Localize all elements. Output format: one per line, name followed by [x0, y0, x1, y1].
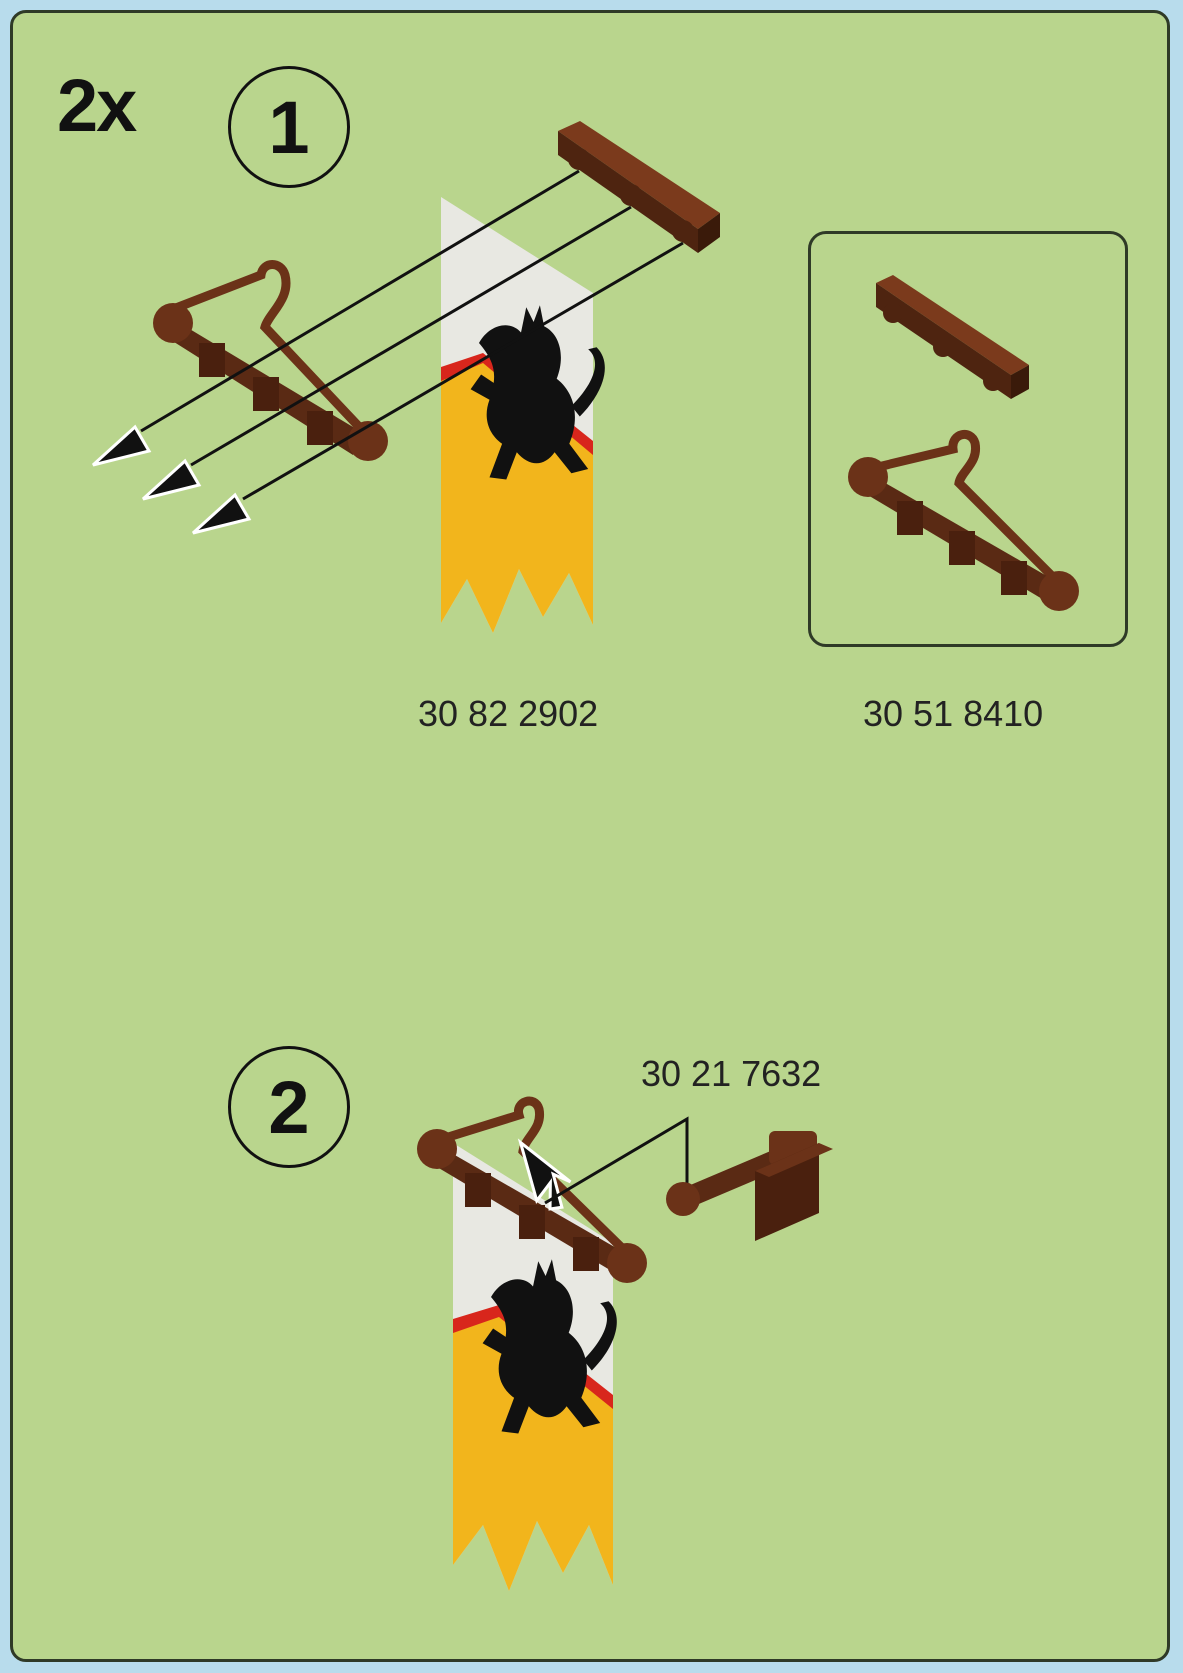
arrow-icon [93, 427, 149, 465]
brown-clip-icon [666, 1131, 833, 1241]
part-number-holder: 30 51 8410 [863, 693, 1043, 735]
part-number-clip: 30 21 7632 [641, 1053, 821, 1095]
parts-inset-box [808, 231, 1128, 647]
callout-line [545, 1119, 687, 1203]
arrow-icon [193, 495, 249, 533]
brown-plate-icon [558, 121, 720, 253]
part-number-banner: 30 82 2902 [418, 693, 598, 735]
arrow-icon [143, 461, 199, 499]
banner-flag-icon [441, 197, 605, 633]
instruction-panel: 2x 1 2 30 82 2902 30 51 8410 30 21 7632 [10, 10, 1170, 1662]
quantity-label: 2x [57, 63, 135, 148]
assembly-lines [141, 171, 683, 499]
step-number-1: 1 [228, 66, 350, 188]
brown-bar-holder-icon [153, 265, 388, 462]
step-number-2: 2 [228, 1046, 350, 1168]
